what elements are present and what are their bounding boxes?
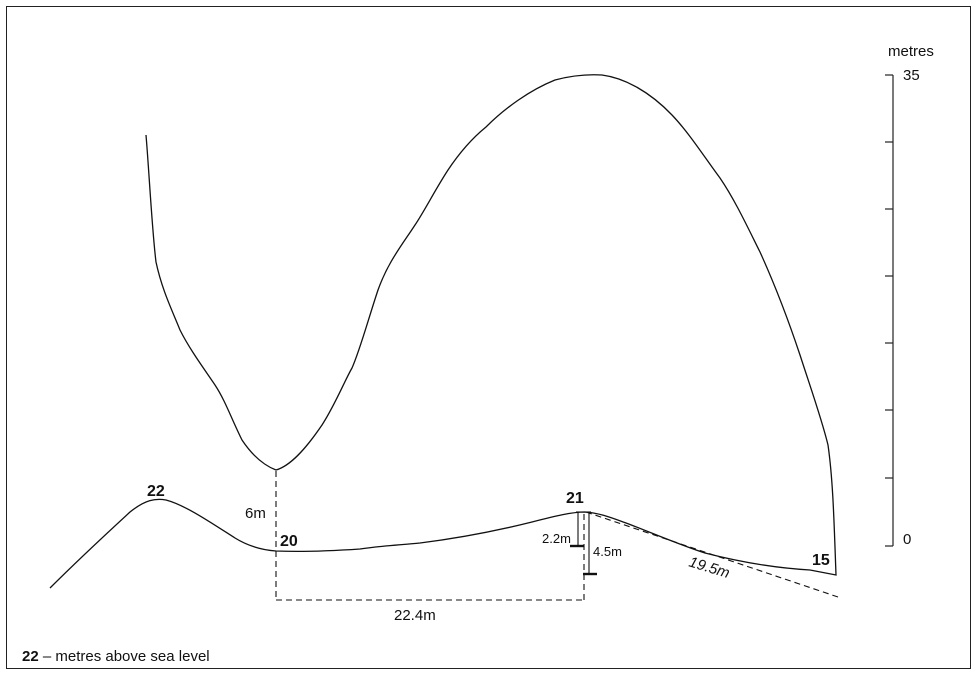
point-label-22: 22 [147,483,165,500]
height-markers-21 [576,511,591,574]
measurement-22-4m: 22.4m [394,607,436,624]
scale-top-value: 35 [903,67,920,84]
slope-guide-19-5m [585,511,839,598]
measurement-2-2m: 2.2m [542,531,571,546]
point-label-21: 21 [566,490,584,507]
scale-unit-label: metres [888,43,934,60]
measurement-4-5m: 4.5m [593,544,622,559]
legend-text: – metres above sea level [38,648,210,665]
point-label-20: 20 [280,533,298,550]
legend-caption: 22 – metres above sea level [22,648,210,665]
height-scale [885,74,894,547]
measurement-6m: 6m [245,505,266,522]
height-marker-ticks [570,544,597,576]
ground-profile [49,498,811,589]
cave-outline [145,74,837,576]
point-label-15: 15 [812,552,830,569]
legend-key: 22 [22,648,39,665]
measurement-guides [275,471,839,601]
scale-bottom-value: 0 [903,531,911,548]
diagram-frame [6,6,971,669]
